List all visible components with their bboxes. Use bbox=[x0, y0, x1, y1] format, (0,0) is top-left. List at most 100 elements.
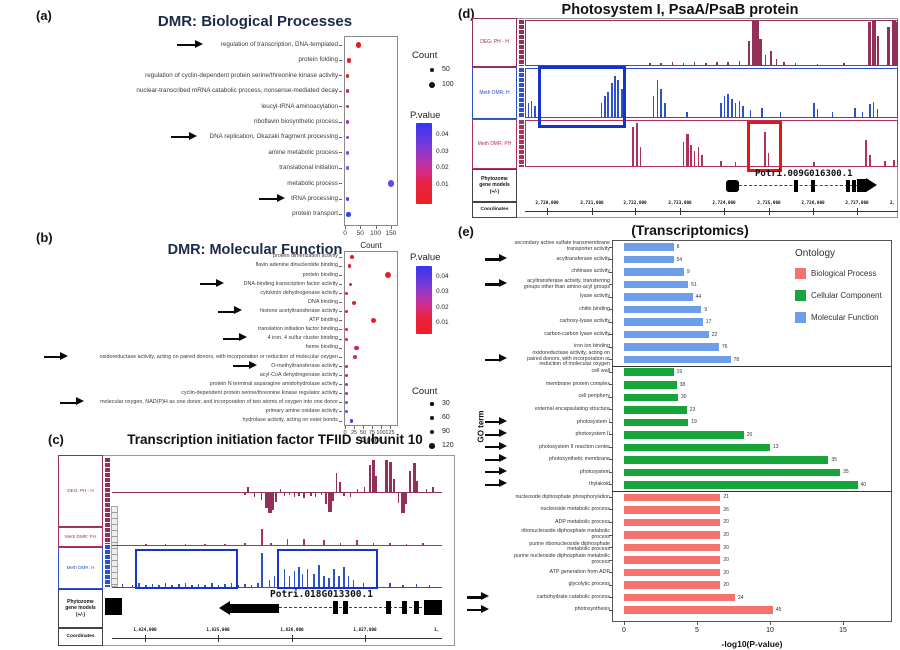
bar-value-label: 20 bbox=[723, 544, 729, 551]
coordinate-label: 2,725,000 bbox=[757, 201, 781, 206]
go-term-label: acyltransferase activity bbox=[556, 255, 610, 262]
go-term-label: carbohydrate catabolic process bbox=[536, 593, 610, 600]
signal-peak bbox=[527, 103, 530, 117]
signal-peak bbox=[257, 582, 259, 587]
gene-exon bbox=[386, 601, 391, 614]
signal-peak bbox=[356, 540, 358, 545]
signal-peak bbox=[250, 584, 253, 587]
go-term-label: nucleoside metabolic process bbox=[540, 506, 611, 513]
axis-tick bbox=[339, 265, 342, 267]
axis-tick bbox=[339, 183, 342, 185]
signal-peak bbox=[261, 529, 263, 545]
x-tick-label: 0 bbox=[343, 430, 347, 436]
axis-tick bbox=[339, 374, 342, 376]
coordinate-label: 2,722,000 bbox=[623, 201, 647, 206]
signal-peak bbox=[314, 493, 317, 497]
signal-peak bbox=[872, 101, 875, 117]
gene-arrow-right-icon bbox=[866, 178, 877, 192]
signal-peak bbox=[656, 80, 659, 117]
arrow-icon bbox=[499, 254, 507, 263]
axis-tick bbox=[339, 320, 342, 322]
data-point bbox=[356, 42, 362, 48]
legend-pvalue-tick-label: 0.03 bbox=[436, 288, 449, 296]
bar-value-label: 23 bbox=[689, 406, 696, 413]
signal-peak bbox=[288, 493, 291, 495]
signal-peak bbox=[261, 552, 263, 587]
signal-peak bbox=[343, 567, 345, 587]
axis-tick bbox=[339, 256, 342, 258]
bar-value-label: 51 bbox=[691, 281, 697, 288]
go-term-label: acyl-CoA dehydrogenase activity bbox=[259, 371, 338, 378]
legend-item-label: Cellular Component bbox=[811, 291, 882, 300]
go-term-label: molecular oxygen, NAD(P)H as one donor, … bbox=[100, 399, 338, 405]
signal-peak bbox=[217, 584, 220, 587]
signal-peak bbox=[184, 582, 187, 587]
coordinate-tick bbox=[635, 208, 636, 215]
go-term-label: ATP generation from ADP bbox=[549, 568, 610, 575]
legend-count-label: 30 bbox=[442, 399, 450, 407]
signal-peak bbox=[636, 123, 638, 166]
panel-b-tag: (b) bbox=[36, 230, 53, 245]
axis-tick bbox=[339, 402, 342, 404]
go-term-label: histone acetyltransferase activity bbox=[260, 307, 338, 314]
go-term-label: photosynthesis bbox=[574, 606, 610, 613]
signal-peak bbox=[664, 103, 666, 117]
x-tick-label: 100 bbox=[376, 430, 386, 436]
go-term-label: external encapsulating structure bbox=[534, 406, 610, 412]
signal-peak bbox=[332, 493, 334, 501]
bar bbox=[624, 268, 684, 276]
signal-peak bbox=[693, 62, 696, 65]
signal-peak bbox=[759, 38, 762, 65]
arrow-icon bbox=[499, 354, 507, 363]
signal-peak bbox=[720, 103, 722, 117]
arrow-icon bbox=[485, 458, 500, 461]
go-term-label: protein dimerization activity bbox=[272, 253, 338, 260]
legend-count-label: 50 bbox=[442, 65, 450, 73]
arrow-icon bbox=[485, 433, 500, 436]
signal-peak bbox=[293, 570, 296, 587]
legend-item-label: Molecular Function bbox=[811, 313, 879, 322]
signal-peak bbox=[151, 583, 154, 587]
x-tick bbox=[345, 226, 346, 229]
highlight-box bbox=[277, 549, 378, 589]
gene-label: Potri.018G013300.1 bbox=[270, 589, 373, 600]
go-term-label: translational initiation bbox=[279, 164, 338, 172]
arrow-icon bbox=[485, 471, 500, 474]
data-point bbox=[354, 345, 359, 351]
data-point bbox=[347, 264, 352, 268]
x-tick-label: 75 bbox=[368, 430, 376, 436]
coordinate-label: 1,824,000 bbox=[133, 628, 157, 633]
signal-peak bbox=[343, 493, 345, 496]
bar bbox=[624, 456, 829, 464]
axis-tick bbox=[339, 311, 342, 313]
gene-arrow-left-icon bbox=[219, 601, 230, 615]
signal-peak bbox=[279, 488, 282, 492]
signal-peak bbox=[138, 583, 140, 587]
signal-peak bbox=[164, 583, 167, 587]
signal-peak bbox=[770, 50, 772, 65]
panel-a-tag: (a) bbox=[36, 8, 52, 23]
go-term-label: cyclin-dependent protein serine/threonin… bbox=[181, 389, 338, 396]
go-term-label: secondary active sulfate transmembrane t… bbox=[514, 240, 610, 252]
signal-peak bbox=[416, 480, 418, 492]
scale-bar bbox=[519, 68, 524, 118]
signal-peak bbox=[779, 111, 782, 117]
go-term-label: purine nucleoside diphosphate metabolic … bbox=[514, 553, 610, 565]
panel-e-title: (Transcriptomics) bbox=[631, 222, 749, 238]
go-term-label: metabolic process bbox=[287, 179, 338, 187]
go-term-label: acyltransferase activity, transferring g… bbox=[523, 278, 610, 290]
bar bbox=[624, 481, 858, 489]
bar-value-label: 24 bbox=[738, 594, 744, 601]
x-tick-label: 0 bbox=[622, 627, 626, 634]
signal-peak bbox=[171, 584, 173, 587]
go-term-label: photosynthetic membrane bbox=[549, 456, 610, 462]
arrow-icon bbox=[249, 360, 258, 369]
axis-tick bbox=[609, 484, 612, 486]
data-point bbox=[345, 310, 349, 314]
data-point bbox=[344, 410, 348, 414]
bar bbox=[624, 243, 674, 251]
data-point bbox=[345, 104, 350, 109]
axis-tick bbox=[609, 259, 612, 260]
data-point bbox=[345, 373, 349, 377]
legend-pvalue-tick-label: 0.01 bbox=[436, 318, 449, 326]
